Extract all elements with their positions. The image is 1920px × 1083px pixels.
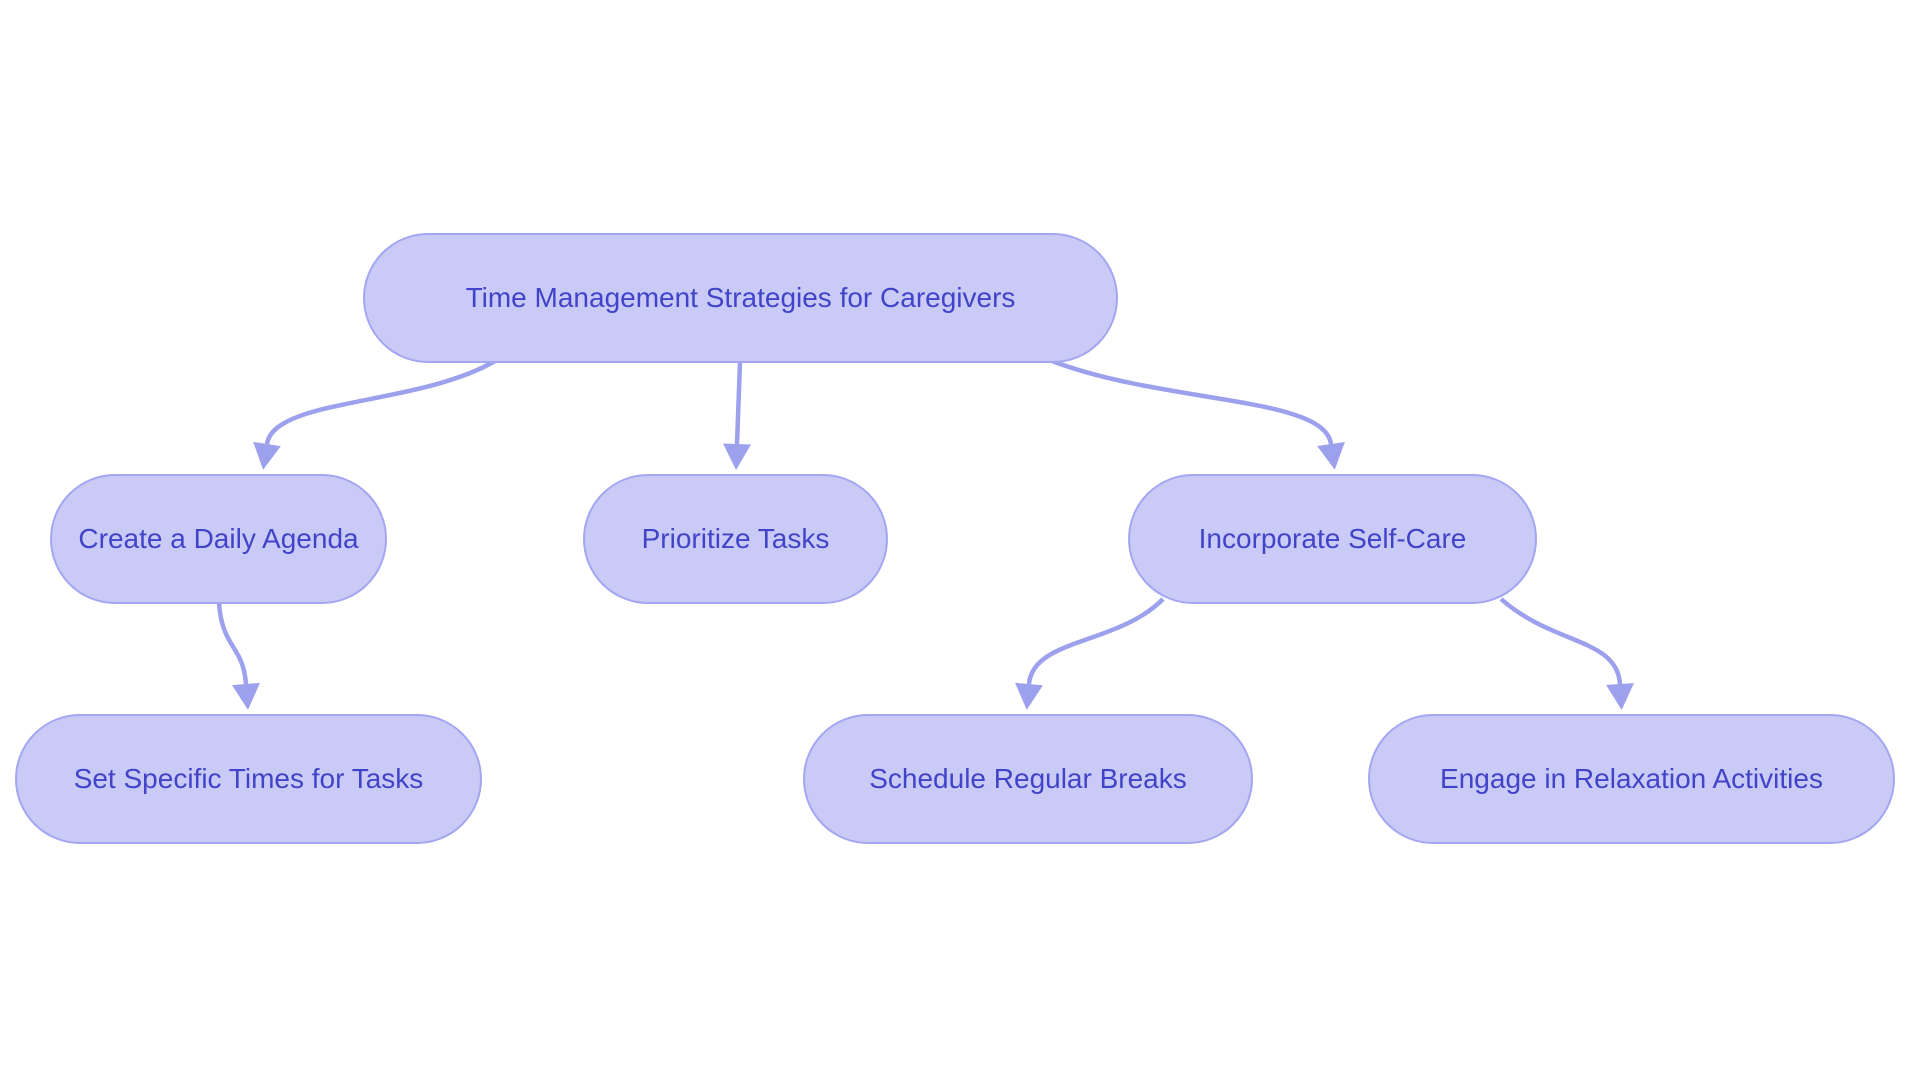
node-schedule-regular-breaks: Schedule Regular Breaks bbox=[803, 714, 1253, 844]
node-create-daily-agenda: Create a Daily Agenda bbox=[50, 474, 387, 604]
edge-root-to-create-agenda bbox=[253, 359, 497, 470]
node-set-specific-times: Set Specific Times for Tasks bbox=[15, 714, 482, 844]
node-prioritize-tasks: Prioritize Tasks bbox=[583, 474, 888, 604]
node-incorporate-self-care: Incorporate Self-Care bbox=[1128, 474, 1537, 604]
node-time-management-strategies: Time Management Strategies for Caregiver… bbox=[363, 233, 1118, 363]
edge-self-care-to-relaxation bbox=[1499, 597, 1634, 710]
node-label: Time Management Strategies for Caregiver… bbox=[465, 281, 1016, 313]
node-label: Incorporate Self-Care bbox=[1198, 522, 1467, 554]
edge-create-agenda-to-set-times bbox=[216, 602, 260, 710]
edge-self-care-to-breaks bbox=[1015, 597, 1165, 710]
node-label: Schedule Regular Breaks bbox=[869, 762, 1187, 794]
node-engage-relaxation-activities: Engage in Relaxation Activities bbox=[1368, 714, 1895, 844]
node-label: Create a Daily Agenda bbox=[78, 522, 359, 554]
node-label: Prioritize Tasks bbox=[641, 522, 830, 554]
edge-root-to-self-care bbox=[1051, 358, 1345, 470]
edge-root-to-prioritize bbox=[723, 361, 751, 470]
node-label: Engage in Relaxation Activities bbox=[1440, 762, 1823, 794]
node-label: Set Specific Times for Tasks bbox=[73, 762, 424, 794]
